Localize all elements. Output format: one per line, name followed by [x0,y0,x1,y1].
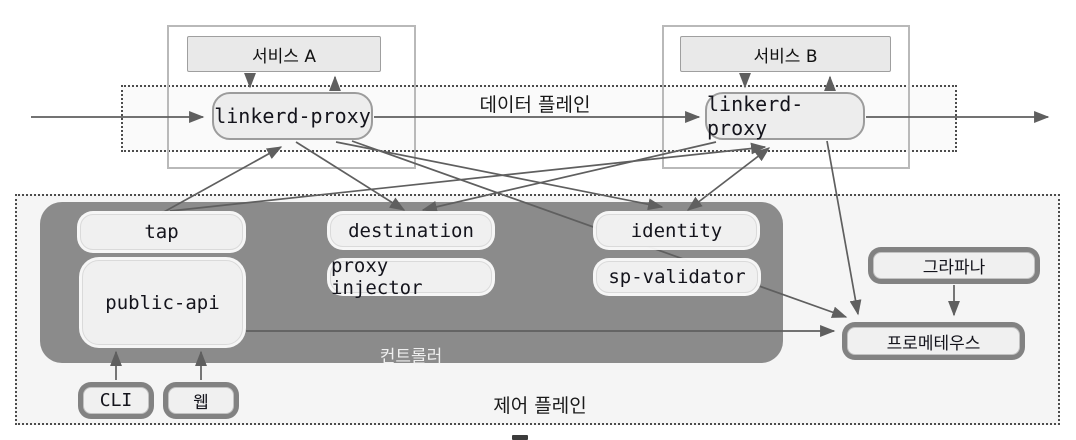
linkerd-proxy-b-box: linkerd-proxy [705,92,865,140]
linkerd-proxy-a-label: linkerd-proxy [214,104,371,128]
cli-label: CLI [83,387,149,414]
identity-box: identity [596,214,757,247]
web-label: 웹 [168,387,234,414]
data-plane-label: 데이터 플레인 [479,94,591,116]
tap-box: tap [80,214,243,250]
public-api-box: public-api [82,260,243,345]
cropped-caption-mark [512,435,528,440]
linkerd-proxy-a-box: linkerd-proxy [212,92,373,140]
grafana-label: 그라파나 [873,252,1035,279]
destination-label: destination [348,219,474,242]
public-api-label: public-api [105,291,220,314]
cli-box: CLI [78,382,154,419]
control-plane-label: 제어 플레인 [493,395,587,417]
sp-validator-label: sp-validator [608,266,746,288]
prometheus-box: 프로메테우스 [842,322,1025,360]
identity-label: identity [630,219,723,242]
proxy-injector-label: proxy injector [331,255,423,299]
controller-label: 컨트롤러 [379,347,443,367]
web-box: 웹 [163,382,239,419]
sp-validator-box: sp-validator [596,261,758,293]
service-b-label: 서비스 B [753,46,818,67]
tap-label: tap [144,221,179,243]
service-a-label: 서비스 A [252,46,316,67]
proxy-injector-box: proxy injector [330,255,492,299]
grafana-box: 그라파나 [868,247,1040,284]
service-b-box: 서비스 B [680,36,891,72]
linkerd-proxy-b-label: linkerd-proxy [707,92,804,140]
prometheus-label: 프로메테우스 [847,327,1020,355]
service-a-box: 서비스 A [187,36,381,72]
destination-box: destination [330,214,492,247]
